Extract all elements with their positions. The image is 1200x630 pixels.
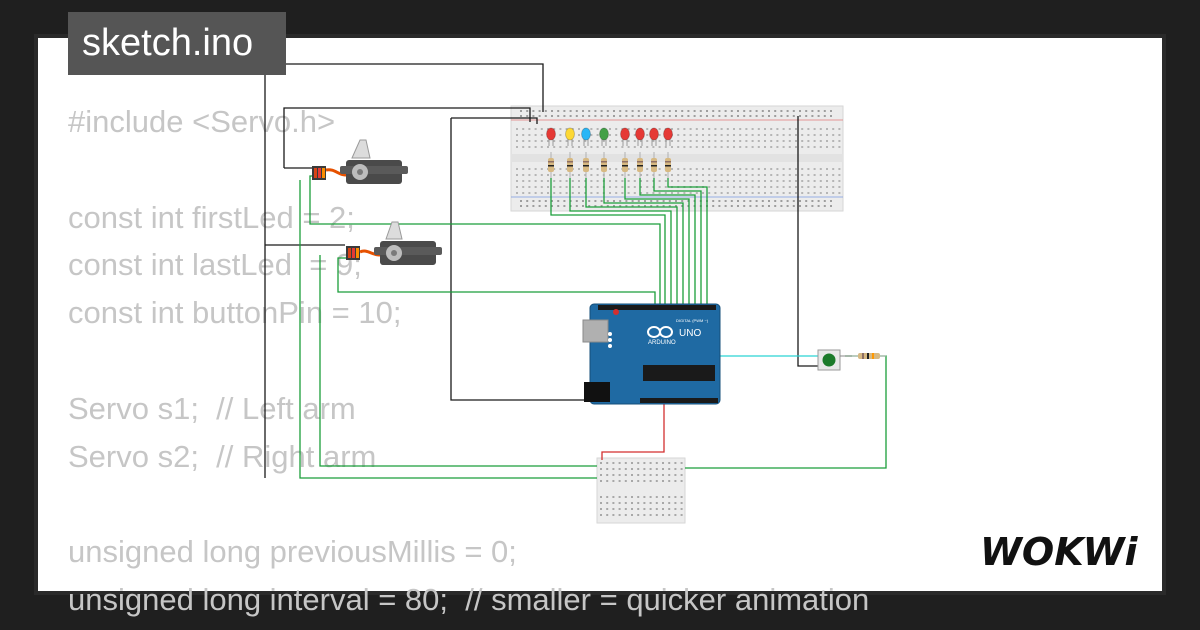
resistor bbox=[637, 152, 643, 178]
resistor bbox=[567, 152, 573, 178]
wire-green-led bbox=[550, 178, 666, 305]
wire-green-servo2 bbox=[319, 255, 597, 467]
wire-green-led bbox=[653, 178, 702, 305]
wire-green-led bbox=[585, 178, 678, 305]
power-jack bbox=[584, 382, 610, 402]
wire-red-power bbox=[601, 404, 665, 460]
led[interactable] bbox=[663, 127, 673, 146]
wire-green-led bbox=[639, 178, 696, 305]
wire-green-servo2-sig bbox=[337, 257, 656, 305]
file-name-tab[interactable]: sketch.ino bbox=[68, 12, 286, 75]
wire-black-5 bbox=[451, 117, 538, 124]
wires bbox=[264, 63, 887, 479]
servo-left-arm[interactable] bbox=[312, 139, 408, 184]
chip-icon bbox=[643, 365, 715, 381]
small-breadboard[interactable] bbox=[596, 457, 686, 524]
wokwi-logo: WOKWi bbox=[980, 530, 1139, 574]
code-line: #include <Servo.h> bbox=[68, 104, 336, 139]
wire-black-7 bbox=[797, 116, 818, 367]
code-line: const int lastLed = 9; bbox=[68, 247, 362, 283]
button-resistor bbox=[852, 353, 886, 359]
led[interactable] bbox=[649, 127, 659, 146]
code-line: const int buttonPin = 10; bbox=[68, 295, 402, 331]
wire-green-led bbox=[624, 178, 690, 305]
digital-pins-label: DIGITAL (PWM ~) bbox=[676, 318, 709, 323]
arduino-uno-board[interactable]: ARDUINO UNO DIGITAL (PWM ~) bbox=[582, 303, 721, 405]
resistor bbox=[548, 152, 554, 178]
usb-port bbox=[582, 319, 609, 343]
wire-green-led bbox=[569, 178, 672, 305]
reset-button bbox=[613, 309, 619, 315]
uno-label: UNO bbox=[679, 328, 701, 339]
led-row[interactable] bbox=[546, 127, 673, 146]
resistor bbox=[651, 152, 657, 178]
code-line: unsigned long previousMillis = 0; bbox=[68, 534, 517, 570]
svg-text:WOKWi: WOKWi bbox=[980, 530, 1139, 574]
wire-green-led bbox=[603, 178, 684, 305]
push-button[interactable] bbox=[817, 349, 852, 371]
wire-black-6 bbox=[450, 118, 590, 401]
code-line: Servo s2; // Right arm bbox=[68, 438, 377, 474]
wire-green-servo1 bbox=[299, 180, 597, 479]
servo-right-arm[interactable] bbox=[346, 221, 442, 265]
code-background: #include <Servo.h> const int firstLed = 2… bbox=[68, 98, 869, 624]
led[interactable] bbox=[599, 127, 609, 146]
resistor bbox=[601, 152, 607, 178]
wire-black-1 bbox=[264, 63, 544, 478]
led[interactable] bbox=[565, 127, 575, 146]
code-line: const int firstLed = 2; bbox=[68, 199, 355, 235]
main-breadboard[interactable] bbox=[510, 105, 844, 212]
resistor bbox=[622, 152, 628, 178]
led[interactable] bbox=[635, 127, 645, 146]
wire-green-led bbox=[667, 178, 708, 305]
code-line: Servo s1; // Left arm bbox=[68, 390, 356, 426]
led[interactable] bbox=[581, 127, 591, 146]
resistor-row bbox=[548, 152, 671, 178]
resistor bbox=[665, 152, 671, 178]
arduino-logo-text: ARDUINO bbox=[648, 340, 676, 346]
led[interactable] bbox=[620, 127, 630, 146]
wire-black-2 bbox=[283, 107, 531, 168]
led[interactable] bbox=[546, 127, 556, 146]
code-line: unsigned long interval = 80; // smaller … bbox=[68, 581, 870, 617]
resistor bbox=[583, 152, 589, 178]
